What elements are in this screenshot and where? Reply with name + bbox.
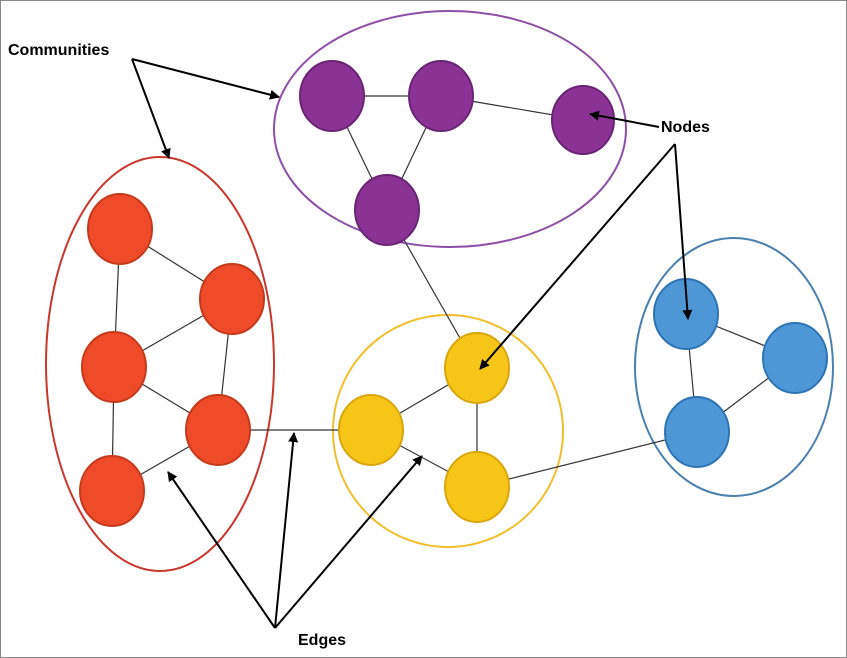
edges-label: Edges <box>298 632 346 649</box>
red-community-ring <box>45 156 275 572</box>
annotation-arrows <box>131 58 693 629</box>
blue-nodes <box>653 278 828 468</box>
red-node <box>87 193 153 265</box>
community-rings <box>45 10 834 572</box>
purple-nodes <box>299 60 615 246</box>
purple-node <box>408 60 474 132</box>
blue-community-ring <box>634 237 834 497</box>
red-node <box>185 394 251 466</box>
communities-arrow <box>131 58 280 100</box>
edge <box>476 431 698 488</box>
nodes-arrow <box>479 143 676 370</box>
yellow-nodes <box>338 332 510 523</box>
nodes-arrow <box>674 143 693 320</box>
yellow-node <box>444 332 510 404</box>
yellow-node <box>338 394 404 466</box>
nodes-arrow <box>589 110 660 128</box>
red-nodes <box>79 193 265 527</box>
edges-arrow <box>274 455 423 629</box>
edges-arrow <box>274 432 299 629</box>
blue-node <box>664 396 730 468</box>
edges-arrow <box>167 471 276 629</box>
purple-node <box>354 174 420 246</box>
purple-node <box>299 60 365 132</box>
communities-arrow <box>131 58 171 159</box>
nodes-label: Nodes <box>661 119 710 136</box>
yellow-node <box>444 451 510 523</box>
communities-label: Communities <box>8 42 109 59</box>
red-node <box>81 331 147 403</box>
yellow-community-ring <box>332 314 564 548</box>
purple-community-ring <box>273 10 627 248</box>
red-node <box>199 263 265 335</box>
red-node <box>79 455 145 527</box>
purple-node <box>551 85 615 155</box>
blue-node <box>762 322 828 394</box>
